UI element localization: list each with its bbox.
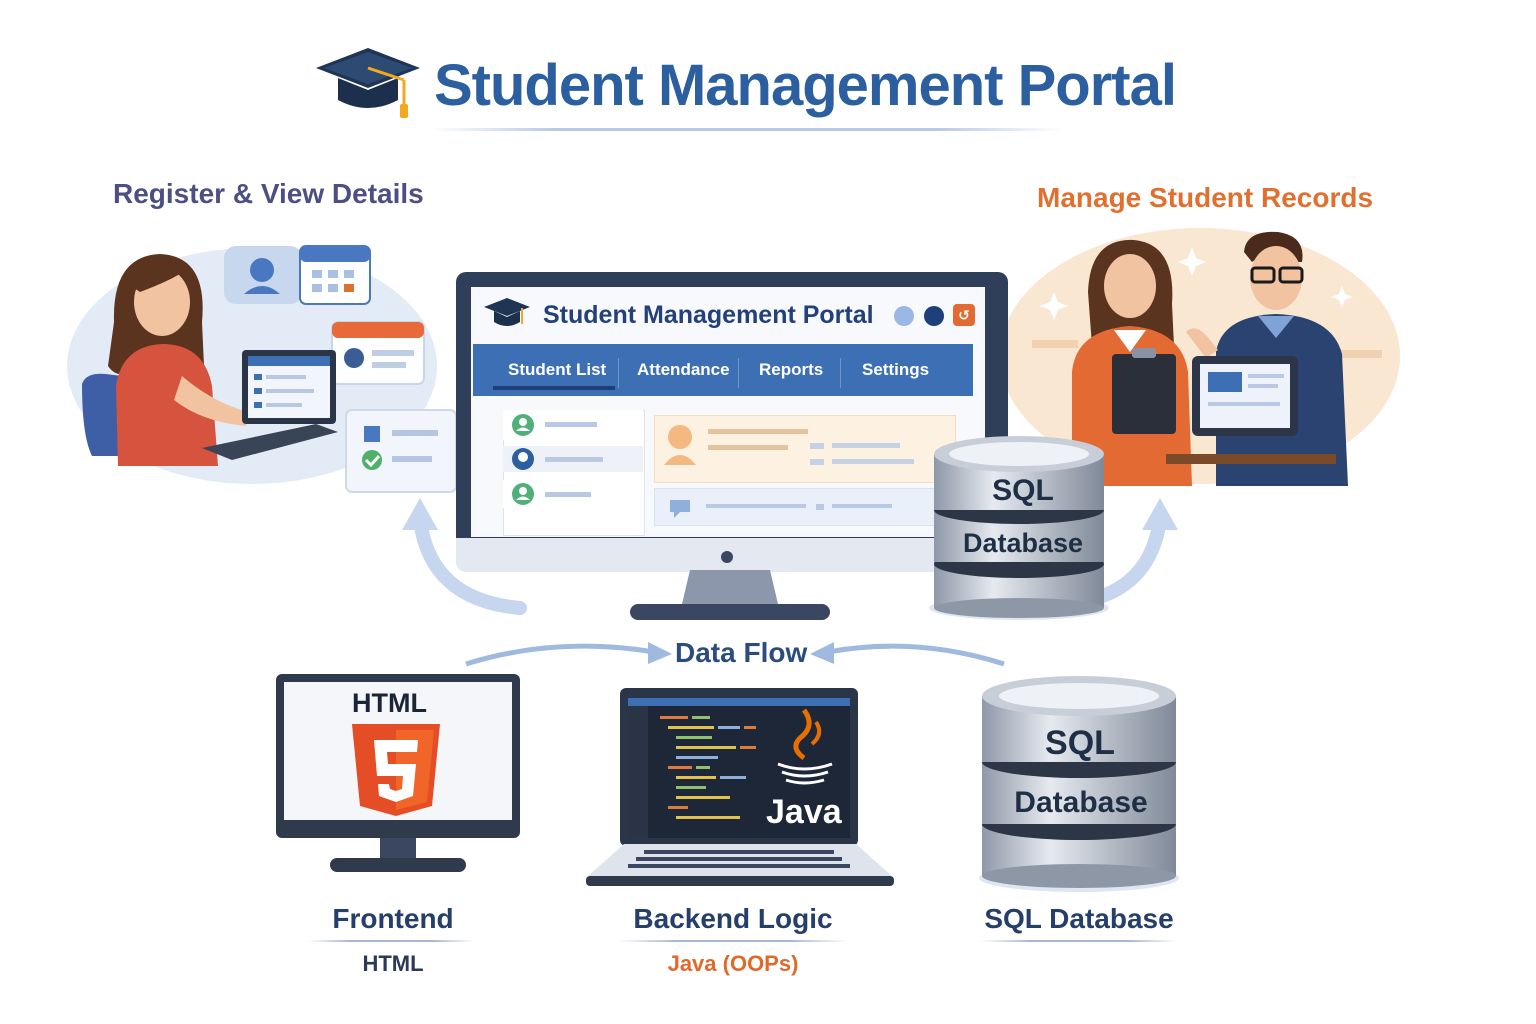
portal-logo-icon [482, 296, 532, 332]
graduation-cap-icon [312, 44, 424, 120]
student-laptop-illustration [62, 226, 462, 496]
db-bottom-sql-label: SQL [1040, 724, 1120, 763]
db-top-sql-label: SQL [986, 474, 1060, 508]
frontend-monitor-neck [380, 838, 416, 860]
sql-database-title: SQL Database [976, 903, 1182, 935]
frontend-rule [308, 940, 474, 942]
title-underline [430, 128, 1062, 131]
comment-icon [666, 496, 916, 520]
manage-records-caption: Manage Student Records [1037, 182, 1373, 214]
backend-subtitle: Java (OOPs) [630, 951, 836, 977]
frontend-html-screen-label: HTML [352, 688, 427, 719]
tab-separator [738, 358, 739, 388]
id-card-icon [332, 322, 424, 384]
register-view-caption: Register & View Details [113, 178, 424, 210]
sql-database-icon [974, 672, 1184, 894]
frontend-subtitle: HTML [300, 951, 486, 977]
backend-rule [618, 940, 848, 942]
backend-java-screen-label: Java [766, 793, 842, 832]
tab-separator [840, 358, 841, 388]
tablet-icon [1192, 356, 1298, 436]
db-top-database-label: Database [956, 528, 1090, 559]
student-list-rows [503, 410, 643, 534]
html5-shield-icon [348, 722, 444, 818]
monitor-stand [620, 570, 840, 626]
frontend-title: Frontend [300, 903, 486, 935]
db-bottom-database-label: Database [1008, 786, 1154, 820]
power-button [721, 551, 733, 563]
active-tab-indicator [493, 386, 615, 390]
data-flow-label: Data Flow [675, 637, 807, 669]
tab-settings[interactable]: Settings [862, 360, 929, 380]
frontend-monitor-base [330, 858, 466, 872]
clipboard-icon [1112, 348, 1176, 434]
java-logo-icon [770, 706, 840, 792]
page-title: Student Management Portal [434, 52, 1176, 119]
document-check-icon [346, 410, 456, 492]
window-dot-dark[interactable] [924, 306, 944, 326]
student-detail-content [654, 415, 954, 481]
tab-separator [618, 358, 619, 388]
database-top-icon [926, 432, 1112, 622]
tab-reports[interactable]: Reports [759, 360, 823, 380]
calendar-icon [300, 246, 370, 304]
backend-laptop-base [584, 842, 896, 888]
backend-title: Backend Logic [630, 903, 836, 935]
window-close-icon[interactable]: ↺ [953, 304, 975, 326]
tab-attendance[interactable]: Attendance [637, 360, 730, 380]
sql-database-rule [980, 940, 1178, 942]
portal-window-title: Student Management Portal [543, 301, 874, 330]
window-dot-light[interactable] [894, 306, 914, 326]
tab-student-list[interactable]: Student List [508, 360, 606, 380]
